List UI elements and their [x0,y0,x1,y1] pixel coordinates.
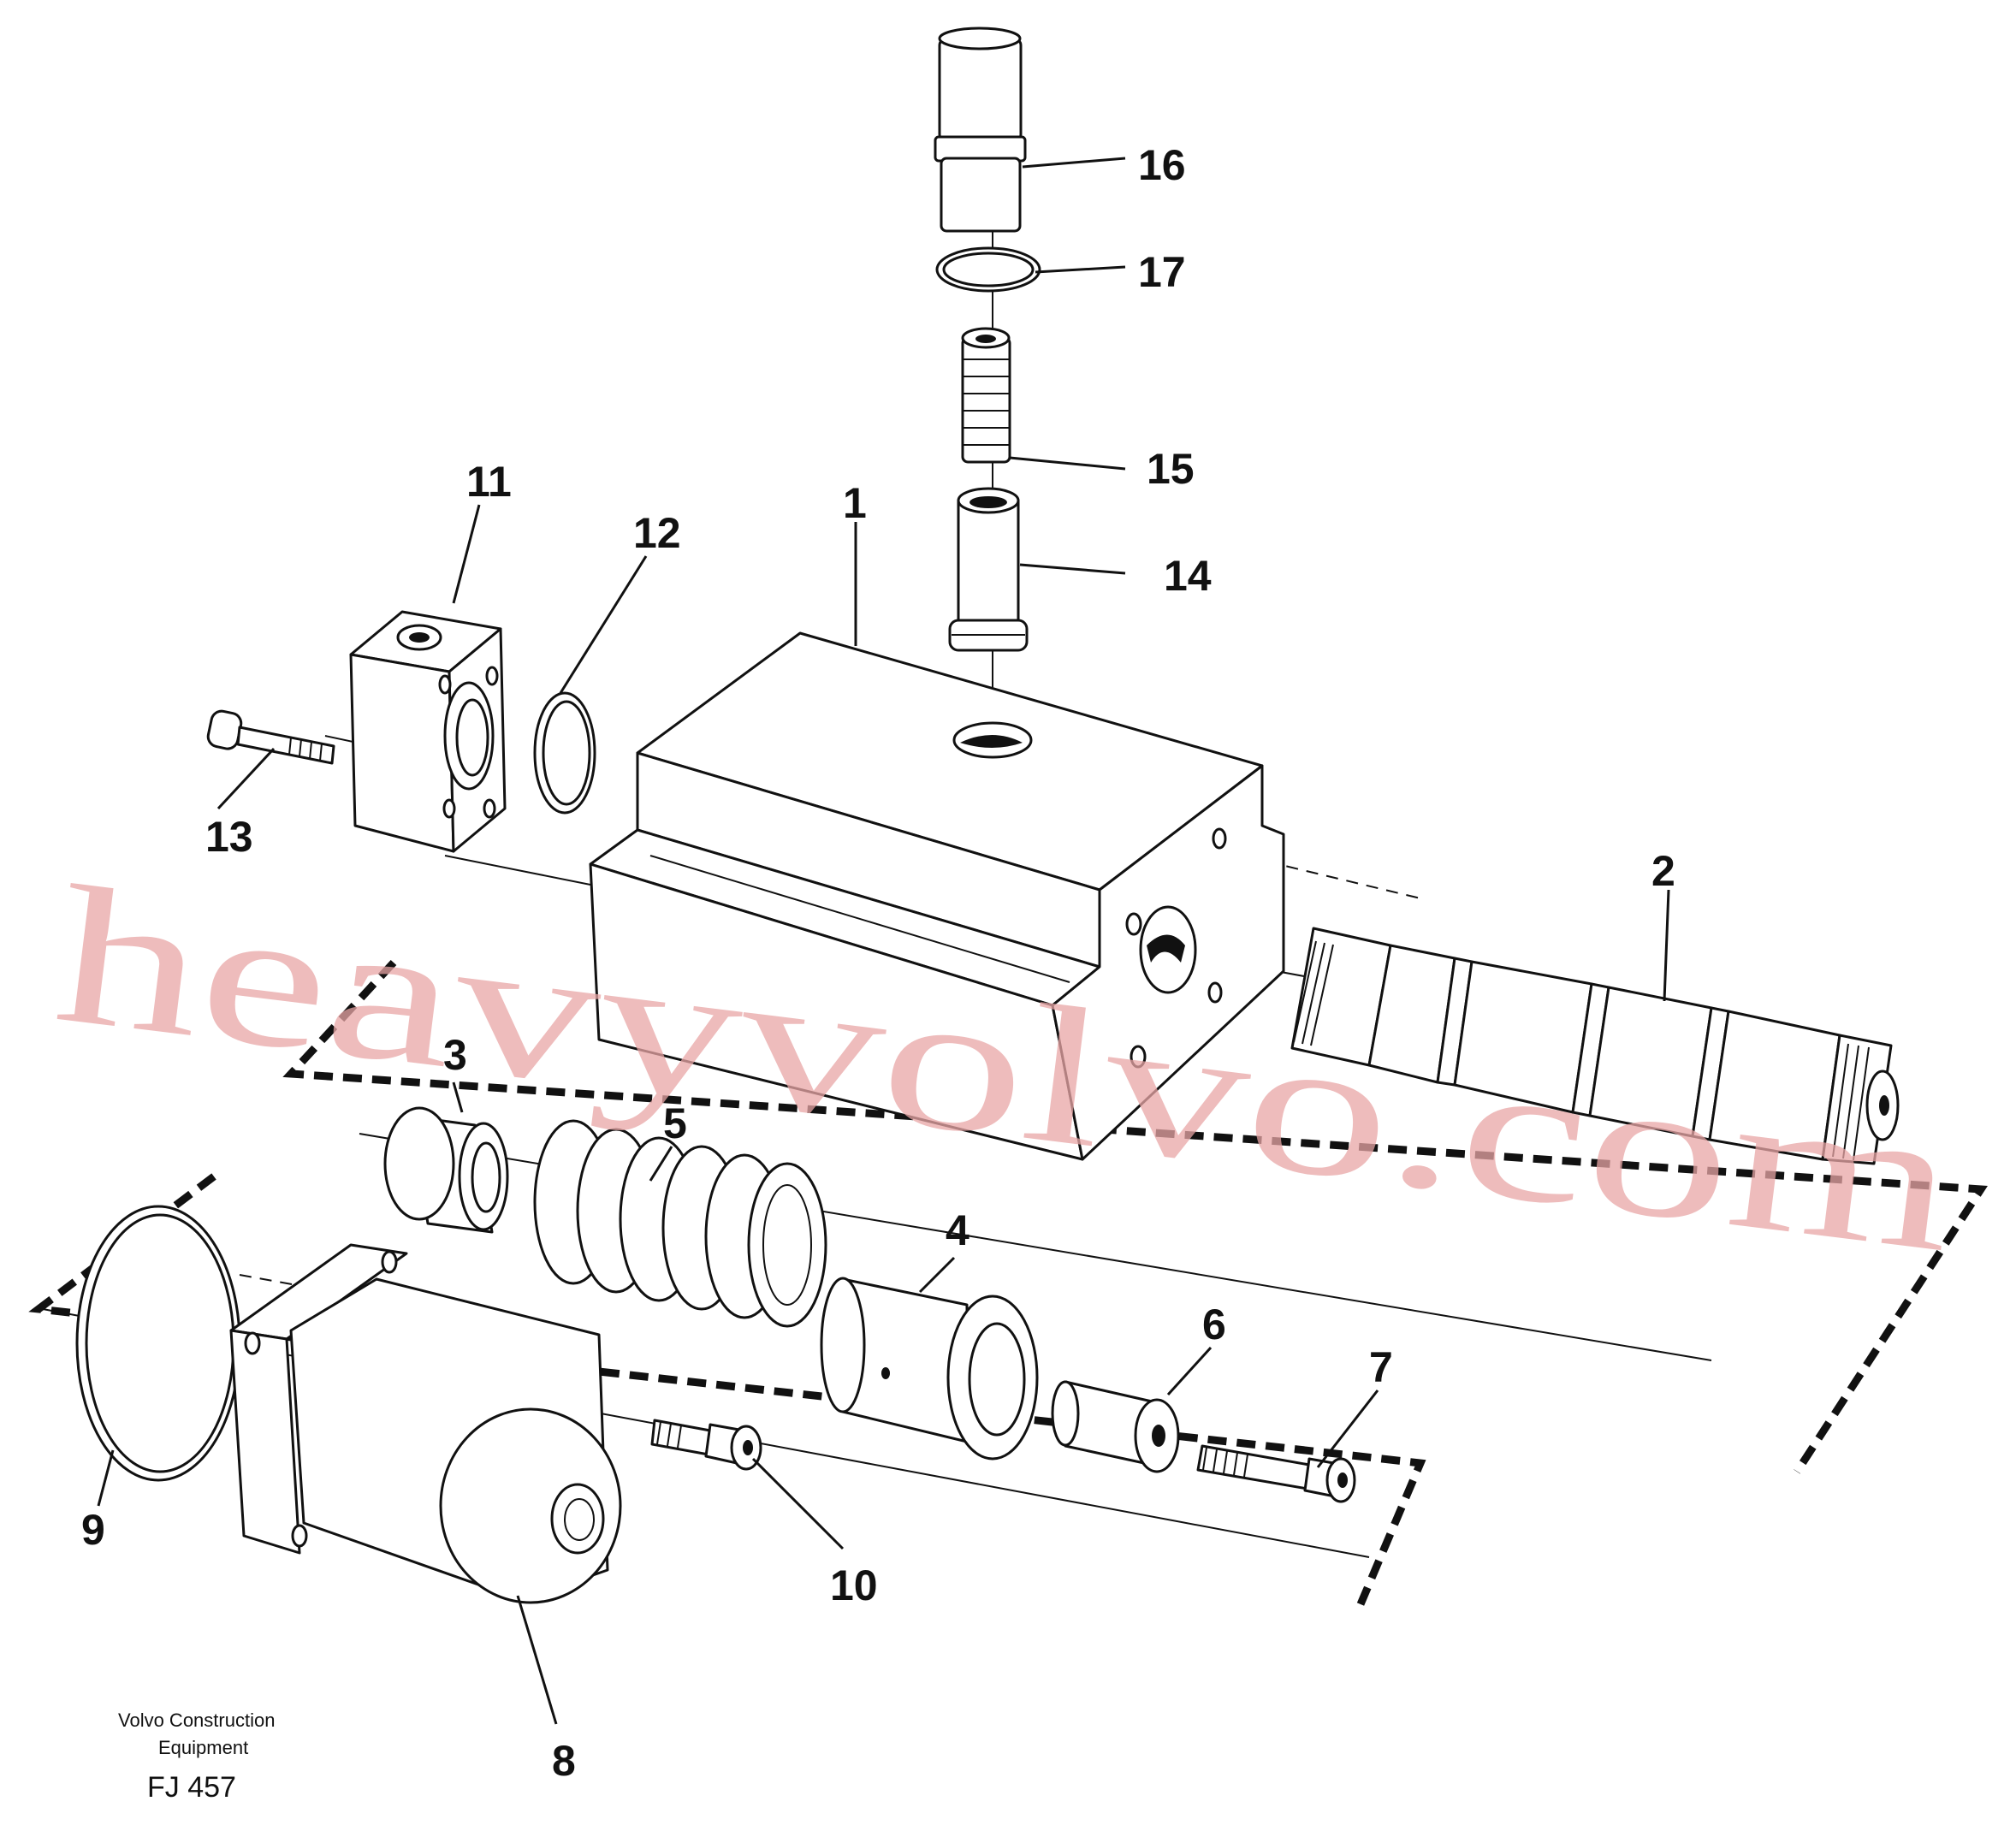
callout-5: 5 [663,1099,687,1147]
leader-lines [97,157,1670,1725]
callout-8: 8 [552,1737,576,1785]
callout-9: 9 [81,1506,105,1554]
callout-15: 15 [1147,445,1195,493]
end-block [349,610,507,853]
callout-16: 16 [1138,141,1186,189]
cartridge-2 [1290,927,1900,1165]
valve-housing [589,631,1285,1161]
callout-12: 12 [633,509,681,557]
screw-10 [650,1419,762,1471]
callout-3: 3 [443,1031,467,1079]
callout-4: 4 [946,1206,969,1254]
callout-17: 17 [1138,248,1186,296]
group-frame-outer [28,959,1988,1606]
callout-11: 11 [466,458,512,506]
figure-code: FJ 457 [147,1771,236,1804]
pin-6 [1051,1380,1180,1473]
callout-1: 1 [843,479,867,527]
caption-block: Volvo Construction Equipment FJ 457 [118,1709,275,1804]
caption-company-line2: Equipment [158,1737,248,1758]
callout-6: 6 [1202,1301,1226,1348]
o-ring-17 [935,246,1041,293]
o-ring-9 [75,1205,241,1482]
callout-labels: 1 2 3 4 5 6 7 8 9 10 11 12 13 14 15 16 1… [81,141,1675,1785]
callout-13: 13 [205,813,253,861]
callout-10: 10 [830,1561,878,1609]
cap-screw-13 [206,709,335,765]
plug-16 [934,27,1027,233]
caption-company-line1: Volvo Construction [118,1709,275,1731]
solenoid-cover-8 [229,1243,622,1604]
sleeve-14 [948,487,1029,652]
piston-4 [820,1277,1039,1461]
callout-2: 2 [1651,847,1675,895]
spool-15 [961,327,1011,464]
callout-14: 14 [1164,552,1212,600]
bush-3 [383,1106,509,1234]
o-ring-12 [533,691,596,815]
screw-7 [1196,1444,1356,1503]
callout-7: 7 [1369,1343,1393,1391]
spring-5 [533,1119,827,1328]
